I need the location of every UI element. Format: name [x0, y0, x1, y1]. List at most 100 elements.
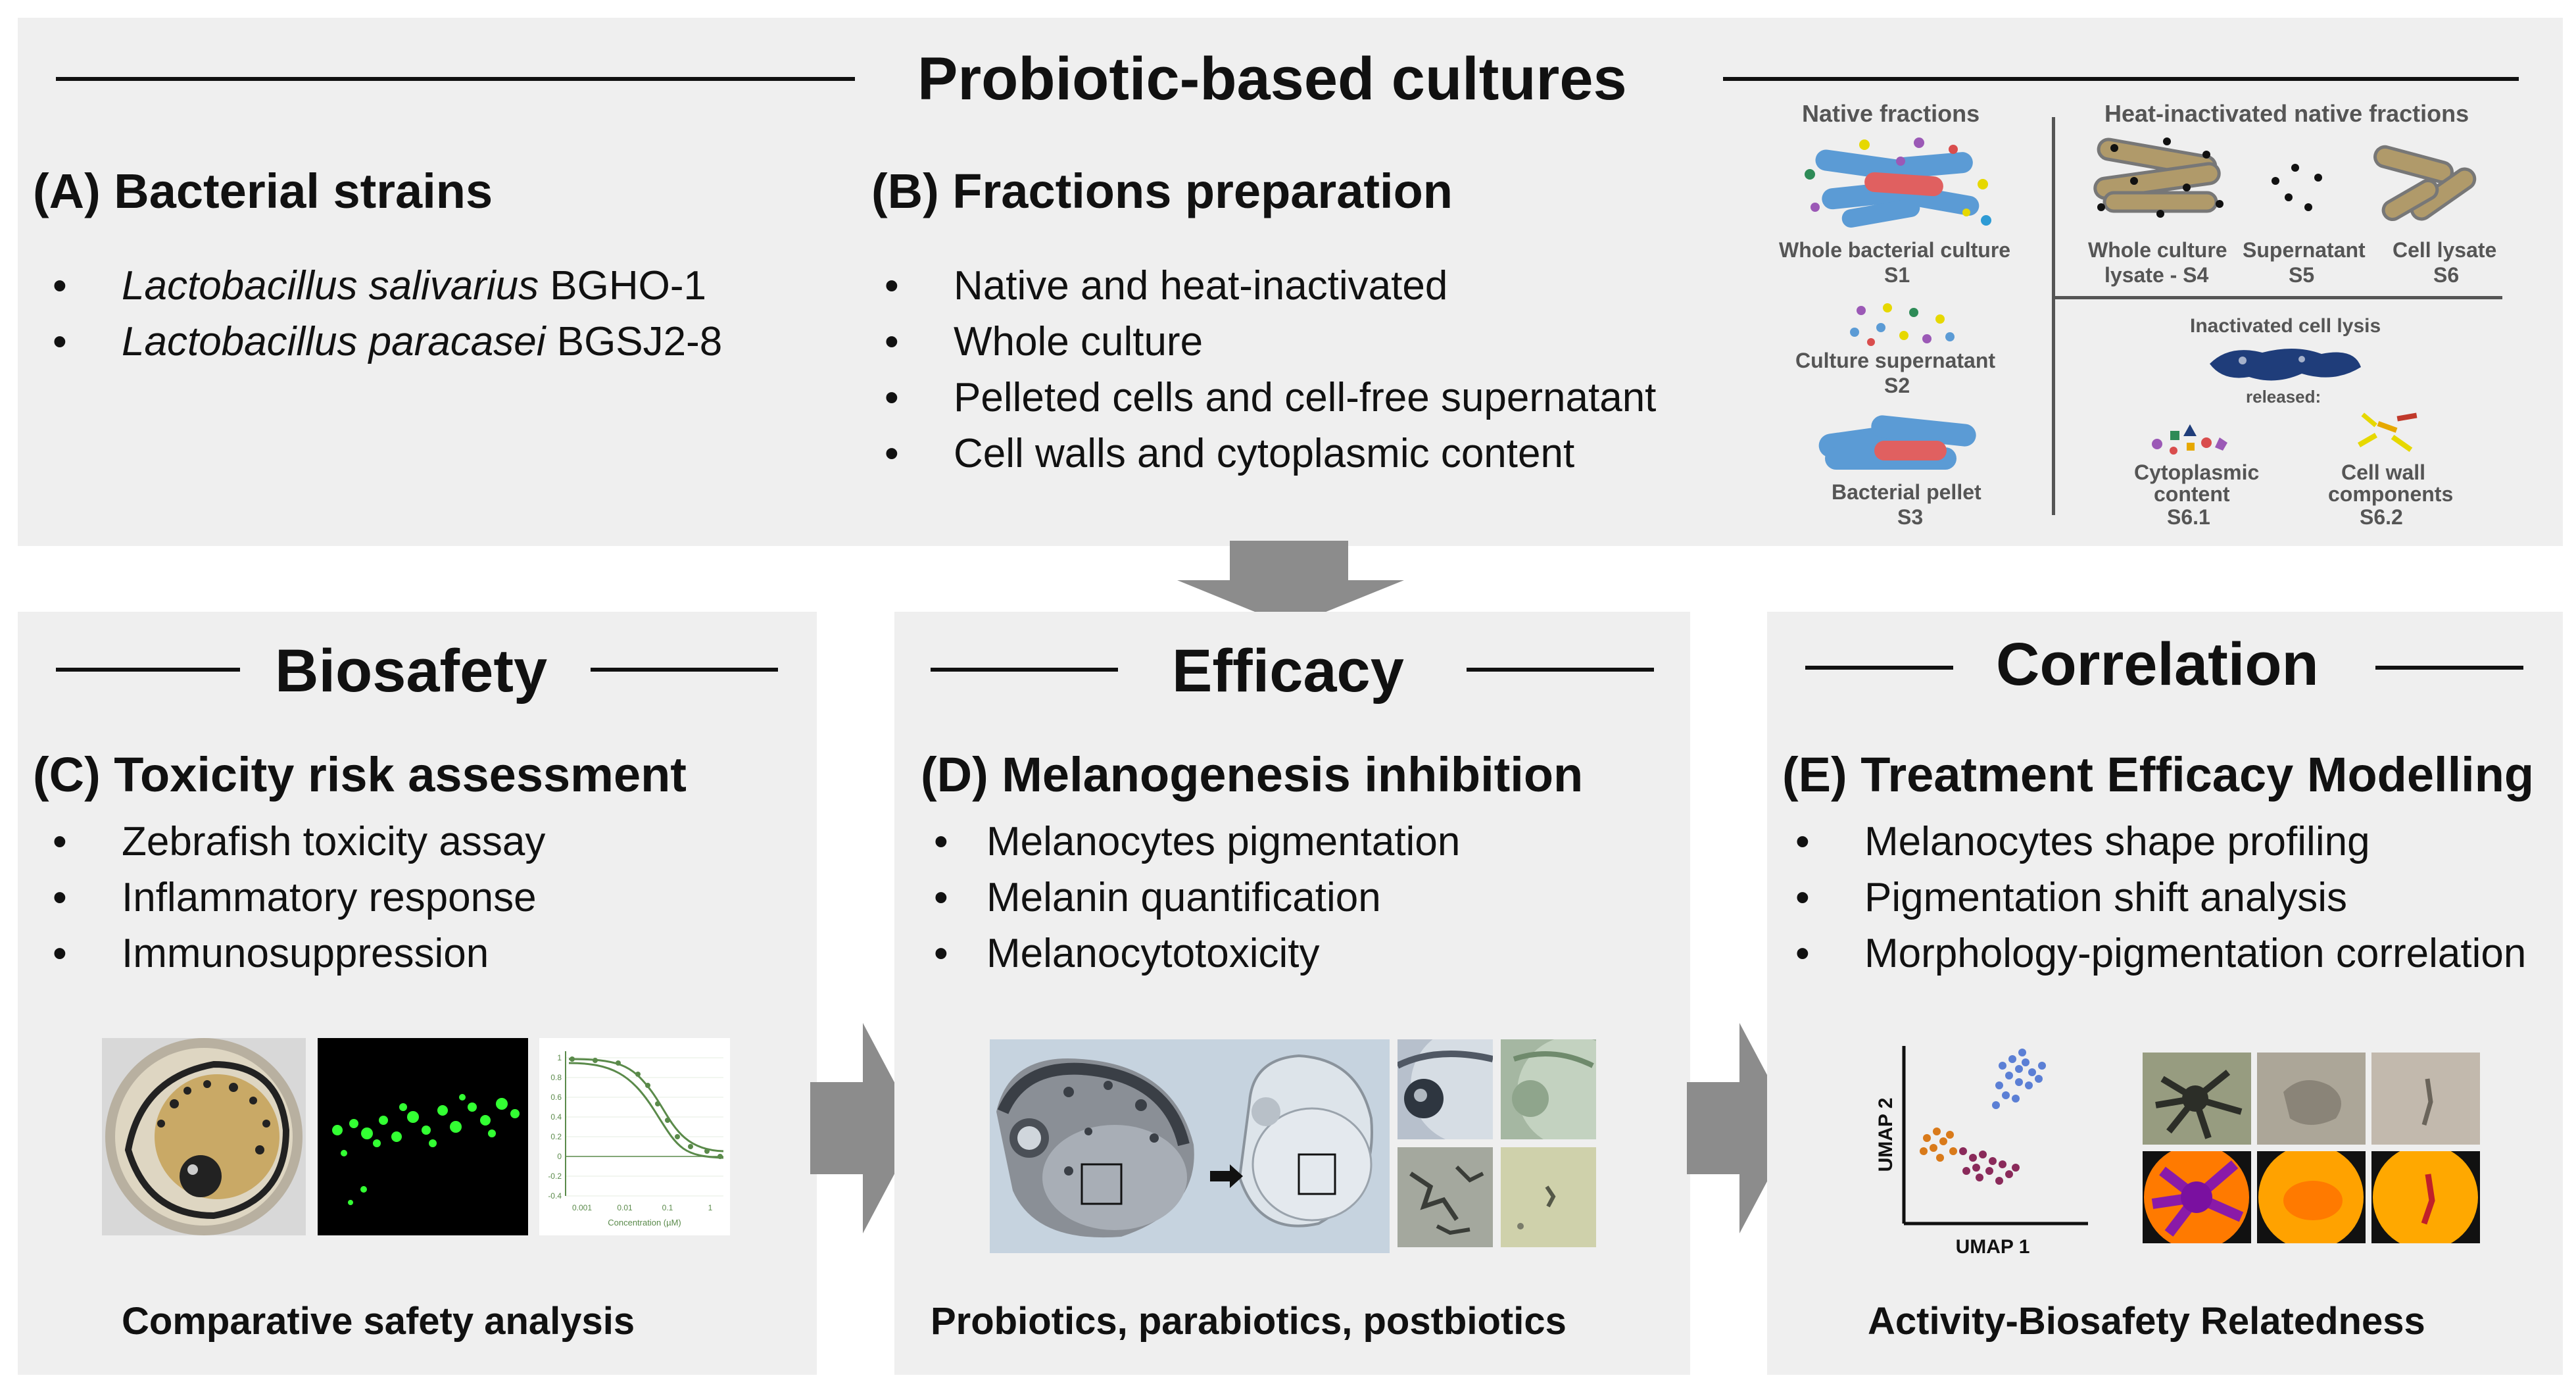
- s4-label-line1: Whole culture: [2088, 238, 2227, 262]
- biosafety-list: Zebrafish toxicity assay Inflammatory re…: [39, 814, 545, 981]
- correlation-rule-right: [2375, 666, 2523, 670]
- detail-image-4: [1501, 1147, 1596, 1247]
- s61-label-line1: Cytoplasmic: [2134, 460, 2260, 484]
- plot-xtick: 0.001: [572, 1203, 592, 1212]
- umap-scatter-plot: UMAP 2 UMAP 1: [1878, 1046, 2088, 1258]
- s61-code: S6.1: [2167, 505, 2210, 529]
- efficacy-item: Melanin quantification: [921, 870, 1460, 926]
- s61-label-line2: content: [2154, 482, 2230, 506]
- efficacy-list: Melanocytes pigmentation Melanin quantif…: [921, 814, 1460, 981]
- s5-label: Supernatant: [2243, 238, 2366, 262]
- strain-item: Lactobacillus paracasei BGSJ2-8: [39, 314, 722, 370]
- fraction-item: Pelleted cells and cell-free supernatant: [871, 370, 1656, 426]
- correlation-item: Pigmentation shift analysis: [1782, 870, 2526, 926]
- plot-ytick: -0.2: [548, 1172, 562, 1181]
- biosafety-item: Inflammatory response: [39, 870, 545, 926]
- melanocyte-image-1: [2143, 1053, 2251, 1145]
- plot-ytick: 1: [557, 1053, 562, 1062]
- cytoplasmic-content-icon: [2152, 424, 2227, 455]
- biosafety-rule-left: [56, 668, 240, 672]
- section-b-heading: (B) Fractions preparation: [871, 164, 1453, 218]
- detail-image-2: [1501, 1039, 1596, 1139]
- plot-ytick: 0.2: [550, 1132, 562, 1141]
- correlation-caption: Activity-Biosafety Relatedness: [1868, 1300, 2425, 1343]
- strain-item: Lactobacillus salivarius BGHO-1: [39, 258, 722, 314]
- correlation-list: Melanocytes shape profiling Pigmentation…: [1782, 814, 2526, 981]
- heatmap-image-3: [2371, 1151, 2480, 1243]
- plot-xtick: 0.01: [617, 1203, 633, 1212]
- s3-code: S3: [1897, 505, 1924, 529]
- correlation-item: Melanocytes shape profiling: [1782, 814, 2526, 870]
- biosafety-panel: [18, 612, 817, 1375]
- efficacy-item: Melanocytotoxicity: [921, 926, 1460, 981]
- efficacy-rule-right: [1467, 668, 1654, 672]
- s5-code: S5: [2289, 263, 2315, 287]
- melanocyte-image-3: [2371, 1053, 2480, 1145]
- plot-ytick: 0.8: [550, 1073, 562, 1082]
- correlation-item: Morphology-pigmentation correlation: [1782, 926, 2526, 981]
- biosafety-item: Zebrafish toxicity assay: [39, 814, 545, 870]
- s3-label: Bacterial pellet: [1832, 480, 1981, 504]
- s62-label-line2: components: [2328, 482, 2454, 506]
- s1-label: Whole bacterial culture: [1779, 238, 2011, 262]
- plot-ytick: 0: [557, 1152, 562, 1161]
- s2-label: Culture supernatant: [1795, 349, 1996, 372]
- biosafety-item: Immunosuppression: [39, 926, 545, 981]
- umap-x-label: UMAP 1: [1956, 1236, 2030, 1258]
- cell-wall-components-icon: [2358, 412, 2418, 453]
- embryo-comparison-image: [990, 1039, 1390, 1253]
- correlation-title: Correlation: [1996, 631, 2319, 698]
- correlation-rule-left: [1805, 666, 1953, 670]
- correlation-subheading: (E) Treatment Efficacy Modelling: [1782, 747, 2535, 802]
- plot-xtick: 1: [708, 1203, 713, 1212]
- released-label: released:: [2246, 387, 2321, 407]
- heat-inactivated-title: Heat-inactivated native fractions: [2104, 100, 2469, 127]
- efficacy-caption: Probiotics, parabiotics, postbiotics: [931, 1300, 1567, 1343]
- plot-xtick: 0.1: [662, 1203, 673, 1212]
- s4-label-line2: lysate - S4: [2104, 263, 2209, 287]
- efficacy-panel: [894, 612, 1690, 1375]
- fractions-list: Native and heat-inactivated Whole cultur…: [871, 258, 1656, 482]
- s2-code: S2: [1884, 374, 1910, 397]
- plot-ytick: 0.6: [550, 1093, 562, 1102]
- zebrafish-embryo-image: [102, 1038, 306, 1235]
- inactivated-supernatant-icon: [2272, 164, 2322, 211]
- native-fractions-title: Native fractions: [1802, 100, 1980, 127]
- whole-culture-icon: [1805, 137, 1991, 228]
- section-a-heading: (A) Bacterial strains: [33, 164, 493, 218]
- inactivated-culture-icon: [2093, 137, 2224, 218]
- melanocyte-image-2: [2257, 1053, 2366, 1145]
- s62-label-line1: Cell wall: [2341, 460, 2426, 484]
- correlation-panel: [1767, 612, 2563, 1375]
- cell-lysate-icon: [2373, 145, 2477, 221]
- biosafety-rule-right: [591, 668, 778, 672]
- dose-response-plot: 1 0.8 0.6 0.4 0.2 0 -0.2 -0.4 0.001 0.01…: [539, 1038, 730, 1235]
- inactivated-lysis-label: Inactivated cell lysis: [2190, 315, 2381, 337]
- fluorescence-image: [318, 1038, 528, 1235]
- plot-xlabel: Concentration (µM): [608, 1218, 681, 1227]
- biosafety-caption: Comparative safety analysis: [122, 1300, 635, 1343]
- s1-code: S1: [1884, 263, 1910, 287]
- top-title: Probiotic-based cultures: [917, 45, 1627, 112]
- plot-ytick: -0.4: [548, 1191, 562, 1201]
- right-arrow-1: [810, 1023, 919, 1233]
- detail-image-1: [1397, 1039, 1493, 1139]
- fraction-item: Whole culture: [871, 314, 1656, 370]
- lysis-cell-icon: [2210, 348, 2361, 381]
- s6-code: S6: [2433, 263, 2460, 287]
- biosafety-subheading: (C) Toxicity risk assessment: [33, 747, 687, 802]
- fractions-horizontal-divider: [2055, 296, 2502, 299]
- efficacy-item: Melanocytes pigmentation: [921, 814, 1460, 870]
- s6-label: Cell lysate: [2393, 238, 2497, 262]
- detail-image-3: [1397, 1147, 1493, 1247]
- umap-y-label: UMAP 2: [1878, 1098, 1897, 1172]
- plot-ytick: 0.4: [550, 1112, 562, 1122]
- title-rule-left: [56, 77, 855, 81]
- title-rule-right: [1723, 77, 2519, 81]
- efficacy-title: Efficacy: [1172, 637, 1404, 705]
- s62-code: S6.2: [2360, 505, 2403, 529]
- fraction-item: Cell walls and cytoplasmic content: [871, 426, 1656, 482]
- fraction-item: Native and heat-inactivated: [871, 258, 1656, 314]
- supernatant-icon: [1850, 303, 1955, 346]
- heatmap-image-2: [2257, 1151, 2366, 1243]
